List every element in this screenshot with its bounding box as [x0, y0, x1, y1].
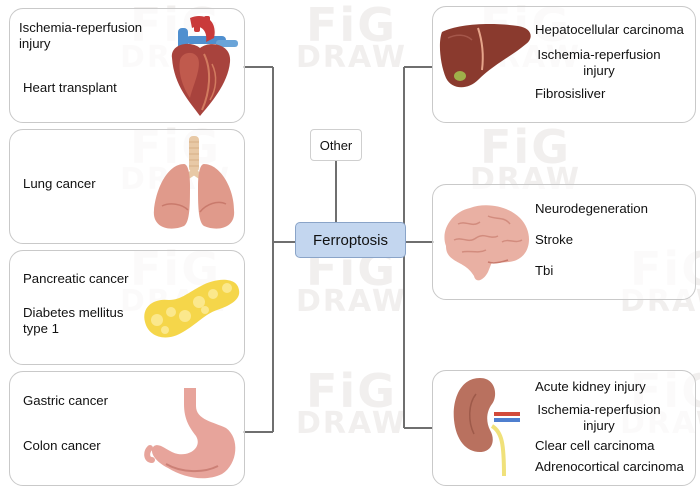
brain-item-1: Stroke [535, 232, 574, 247]
kidney-item-0: Acute kidney injury [535, 379, 646, 394]
ferroptosis-node: Ferroptosis [295, 222, 406, 258]
stomach-icon [144, 388, 236, 479]
kidney-item-3: Adrenocortical carcinoma [535, 459, 684, 474]
liver-item-1: Ischemia-reperfusion injury [537, 47, 661, 78]
other-label: Other [319, 137, 353, 153]
lungs-icon [153, 136, 235, 229]
brain-icon [444, 205, 529, 281]
ferroptosis-label: Ferroptosis [312, 231, 389, 249]
heart-icon [171, 16, 238, 117]
heart-item-1: Heart transplant [23, 80, 117, 95]
stomach-item-0: Gastric cancer [23, 393, 109, 408]
pancreas-icon [144, 279, 240, 338]
liver-item-0: Hepatocellular carcinoma [535, 22, 684, 37]
brain-item-2: Tbi [535, 263, 554, 278]
brain-item-0: Neurodegeneration [535, 201, 648, 216]
other-node: Other [310, 129, 362, 161]
kidney-item-2: Clear cell carcinoma [535, 438, 655, 453]
stomach-item-1: Colon cancer [23, 438, 101, 453]
heart-item-0: Ischemia-reperfusion injury [19, 20, 143, 51]
lungs-item-0: Lung cancer [23, 176, 96, 191]
pancreas-item-0: Pancreatic cancer [23, 271, 129, 286]
kidney-icon [453, 378, 520, 477]
pancreas-item-1: Diabetes mellitus type 1 [23, 305, 124, 336]
liver-icon [439, 24, 531, 88]
kidney-item-1: Ischemia-reperfusion injury [537, 402, 661, 433]
liver-item-2: Fibrosisliver [535, 86, 606, 101]
